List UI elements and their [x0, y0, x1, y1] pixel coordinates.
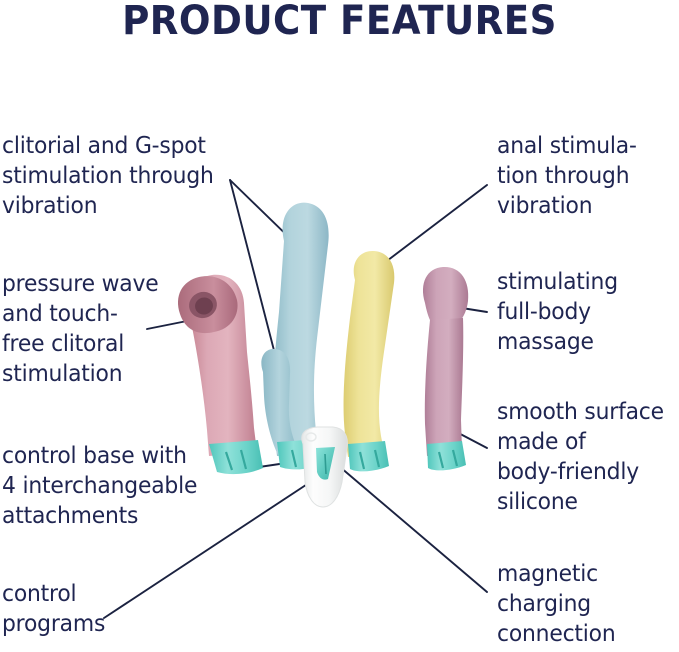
- label-smooth-surface: smooth surface made of body-friendly sil…: [497, 399, 664, 515]
- leader-line-anal: [374, 184, 488, 271]
- label-control-base: control base with 4 interchangeable atta…: [2, 443, 198, 529]
- leader-line-magnetic: [339, 466, 488, 593]
- leader-lines: [103, 179, 488, 619]
- product-g-spot-attachment: [343, 250, 395, 472]
- label-magnetic-charging: magnetic charging connection: [497, 561, 616, 647]
- product-control-base-unit: [301, 426, 348, 508]
- label-anal-stimulation: anal stimula- tion through vibration: [497, 133, 637, 219]
- label-full-body-massage: stimulating full-body massage: [497, 269, 618, 355]
- leader-line-clitorial-arm: [229, 179, 278, 363]
- product-massage-attachment: [423, 266, 469, 471]
- label-control-programs: control programs: [2, 581, 106, 637]
- label-pressure-wave: pressure wave and touch- free clitoral s…: [2, 271, 159, 387]
- page-title: PRODUCT FEATURES: [122, 0, 557, 44]
- product-air-pulse-attachment: [178, 274, 263, 475]
- leader-line-control-programs: [103, 476, 319, 619]
- label-clitorial-g-spot: clitorial and G-spot stimulation through…: [2, 133, 214, 219]
